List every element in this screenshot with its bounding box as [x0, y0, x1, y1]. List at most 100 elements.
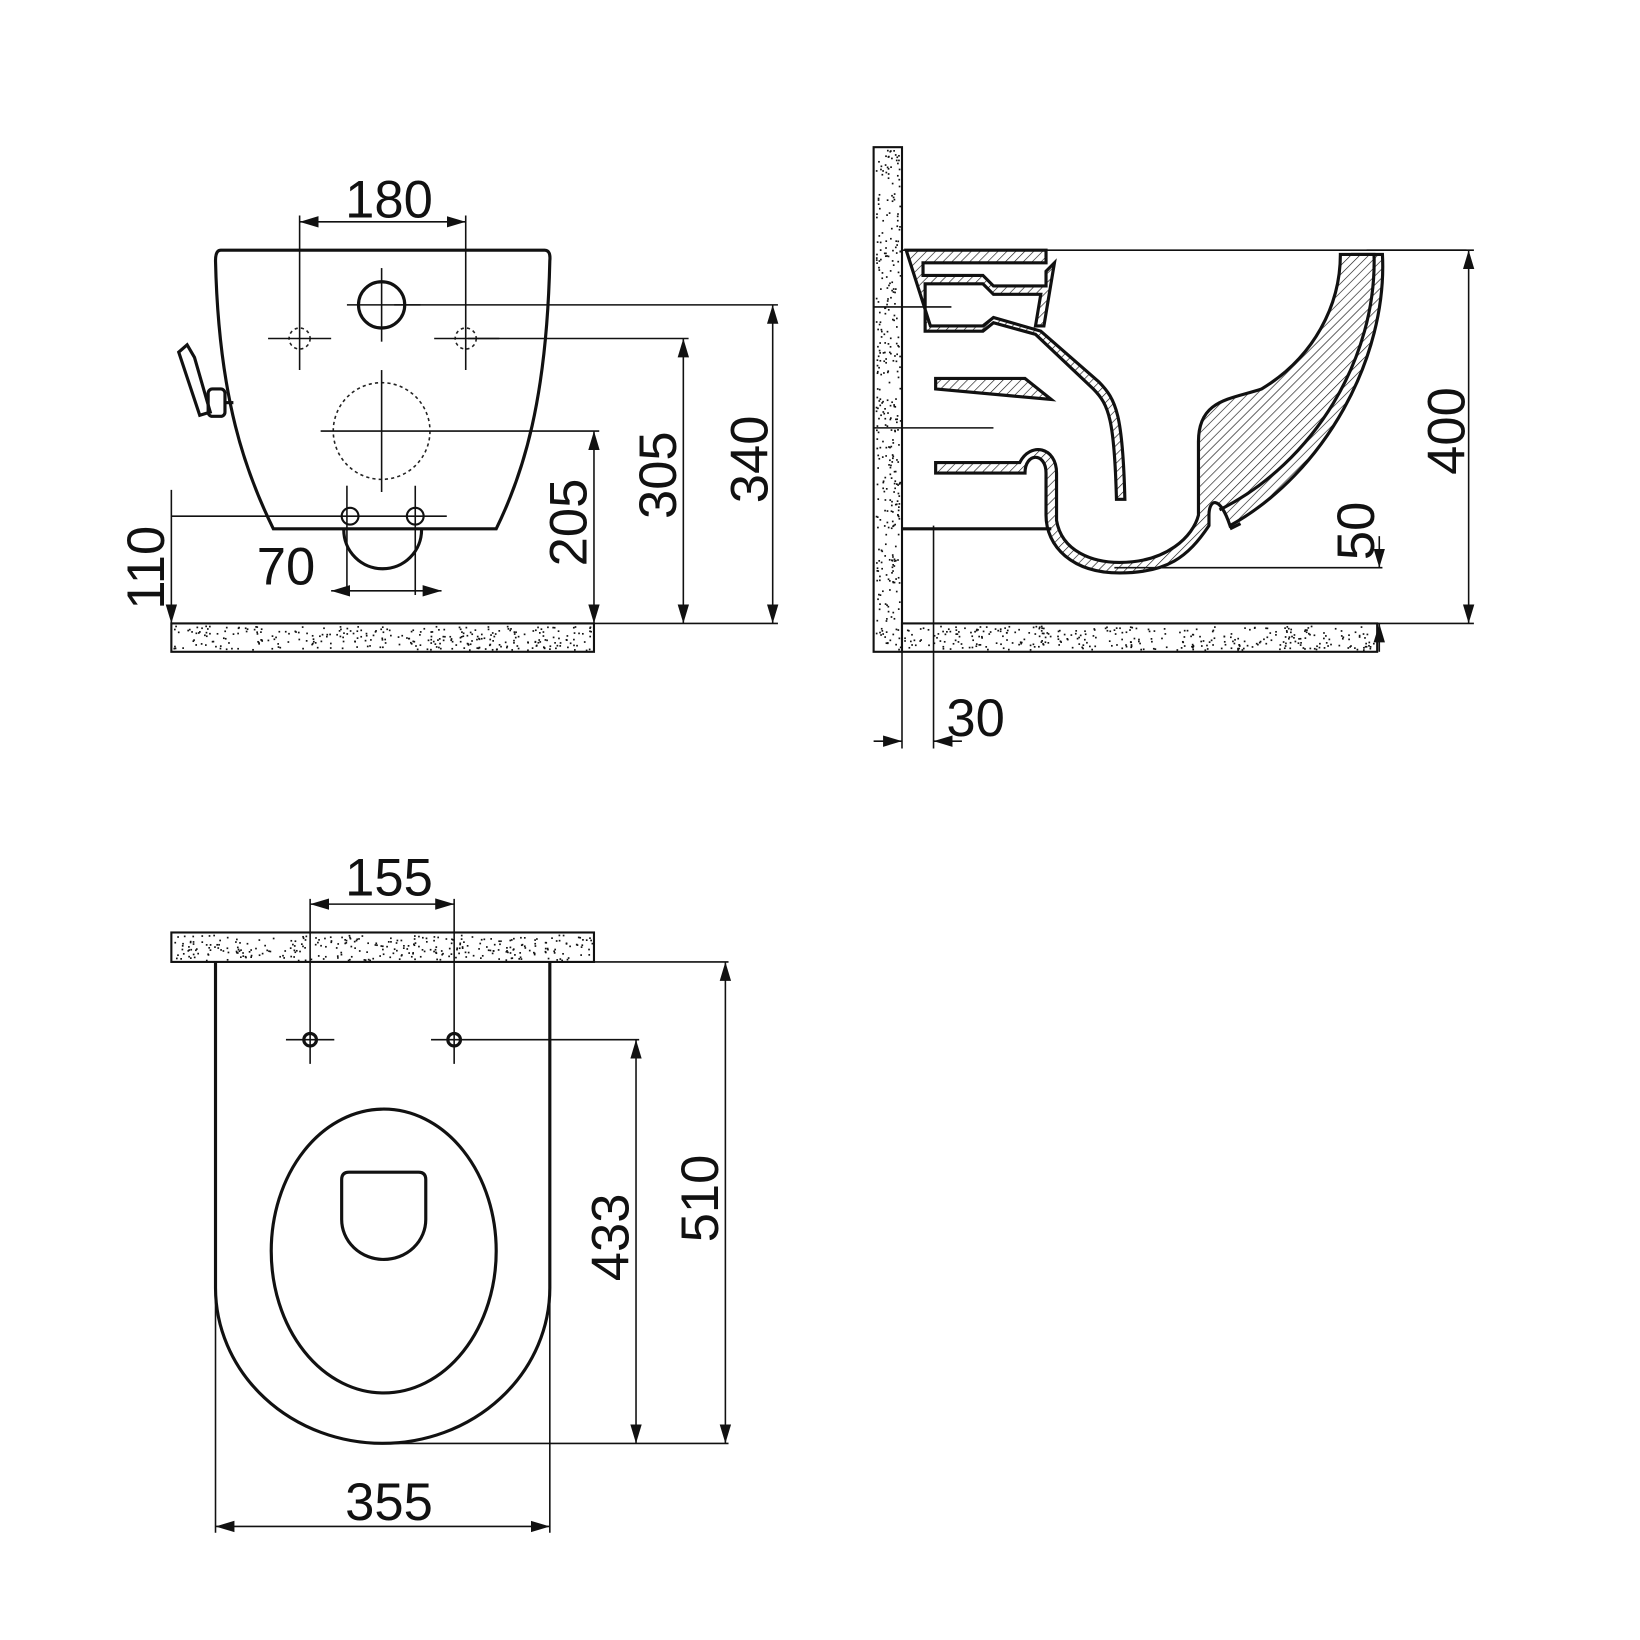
- speckle-dot: [1237, 649, 1239, 651]
- speckle-dot: [891, 520, 894, 523]
- speckle-dot: [895, 628, 898, 631]
- speckle-dot: [205, 635, 208, 638]
- speckle-dot: [1078, 643, 1081, 645]
- speckle-dot: [559, 642, 562, 644]
- dim-30: 30: [946, 689, 1004, 748]
- speckle-dot: [899, 481, 902, 484]
- speckle-dot: [235, 941, 237, 943]
- speckle-dot: [357, 626, 360, 628]
- speckle-dot: [578, 632, 580, 635]
- speckle-dot: [354, 947, 356, 949]
- speckle-dot: [433, 950, 435, 953]
- speckle-dot: [330, 940, 333, 942]
- speckle-dot: [1130, 641, 1132, 644]
- speckle-dot: [955, 626, 957, 629]
- speckle-dot: [248, 950, 251, 953]
- speckle-dot: [452, 939, 454, 941]
- speckle-dot: [555, 647, 557, 650]
- speckle-dot: [413, 640, 416, 643]
- speckle-dot: [532, 630, 535, 632]
- speckle-dot: [1119, 627, 1121, 630]
- speckle-dot: [353, 940, 356, 943]
- speckle-dot: [1095, 636, 1097, 639]
- speckle-dot: [879, 241, 882, 244]
- outlet-arc: [342, 529, 424, 571]
- speckle-dot: [886, 214, 888, 216]
- speckle-dot: [435, 625, 438, 628]
- speckle-dot: [455, 644, 458, 646]
- speckle-dot: [1323, 632, 1325, 634]
- speckle-dot: [1057, 630, 1060, 633]
- speckle-dot: [894, 545, 897, 548]
- speckle-dot: [1279, 648, 1281, 651]
- speckle-dot: [1140, 648, 1143, 651]
- speckle-dot: [877, 431, 880, 434]
- speckle-dot: [1308, 632, 1310, 635]
- speckle-dot: [400, 939, 403, 942]
- speckle-dot: [1237, 647, 1239, 650]
- speckle-dot: [887, 255, 890, 258]
- speckle-dot: [386, 945, 388, 948]
- speckle-dot: [269, 950, 272, 953]
- speckle-dot: [1154, 648, 1157, 651]
- speckle-dot: [891, 281, 894, 284]
- speckle-dot: [261, 952, 264, 955]
- speckle-dot: [561, 959, 563, 962]
- speckle-dot: [569, 945, 571, 948]
- speckle-dot: [889, 282, 891, 285]
- speckle-dot: [875, 321, 878, 323]
- speckle-dot: [897, 376, 900, 379]
- speckle-dot: [1316, 645, 1318, 648]
- speckle-dot: [260, 628, 263, 631]
- speckle-dot: [1364, 637, 1366, 639]
- speckle-dot: [381, 637, 384, 640]
- speckle-dot: [273, 638, 276, 641]
- speckle-dot: [879, 446, 882, 449]
- speckle-dot: [1200, 645, 1203, 647]
- speckle-dot: [207, 953, 209, 956]
- speckle-dot: [1294, 640, 1297, 643]
- speckle-dot: [258, 939, 261, 941]
- speckle-dot: [878, 269, 881, 271]
- speckle-dot: [899, 355, 901, 358]
- speckle-dot: [387, 941, 390, 943]
- speckle-dot: [1241, 649, 1244, 651]
- speckle-dot: [975, 629, 978, 632]
- speckle-dot: [892, 318, 894, 321]
- speckle-dot: [552, 636, 555, 639]
- speckle-dot: [972, 639, 975, 642]
- speckle-dot: [415, 645, 417, 647]
- speckle-dot: [1147, 628, 1150, 631]
- speckle-dot: [463, 941, 465, 943]
- speckle-dot: [1365, 645, 1368, 648]
- speckle-dot: [876, 241, 879, 243]
- speckle-dot: [876, 516, 879, 518]
- speckle-dot: [200, 643, 203, 645]
- speckle-dot: [994, 628, 997, 630]
- speckle-dot: [505, 950, 508, 953]
- speckle-dot: [523, 937, 526, 939]
- speckle-dot: [1348, 634, 1350, 637]
- speckle-dot: [576, 644, 578, 647]
- speckle-dot: [894, 355, 896, 357]
- speckle-dot: [885, 574, 888, 576]
- speckle-dot: [1284, 645, 1287, 647]
- speckle-dot: [1358, 634, 1361, 637]
- speckle-dot: [312, 638, 315, 641]
- speckle-dot: [356, 646, 358, 648]
- speckle-dot: [914, 644, 917, 647]
- speckle-dot: [1199, 635, 1201, 638]
- speckle-dot: [213, 934, 215, 937]
- speckle-dot: [173, 628, 176, 631]
- speckle-dot: [886, 399, 889, 402]
- speckle-dot: [893, 581, 896, 584]
- speckle-dot: [433, 936, 436, 938]
- speckle-dot: [1131, 626, 1134, 629]
- speckle-dot: [1233, 642, 1236, 645]
- speckle-dot: [226, 958, 229, 961]
- speckle-dot: [957, 641, 960, 643]
- speckle-dot: [491, 952, 494, 955]
- speckle-dot: [1306, 629, 1308, 631]
- speckle-dot: [188, 949, 191, 951]
- speckle-dot: [878, 311, 881, 314]
